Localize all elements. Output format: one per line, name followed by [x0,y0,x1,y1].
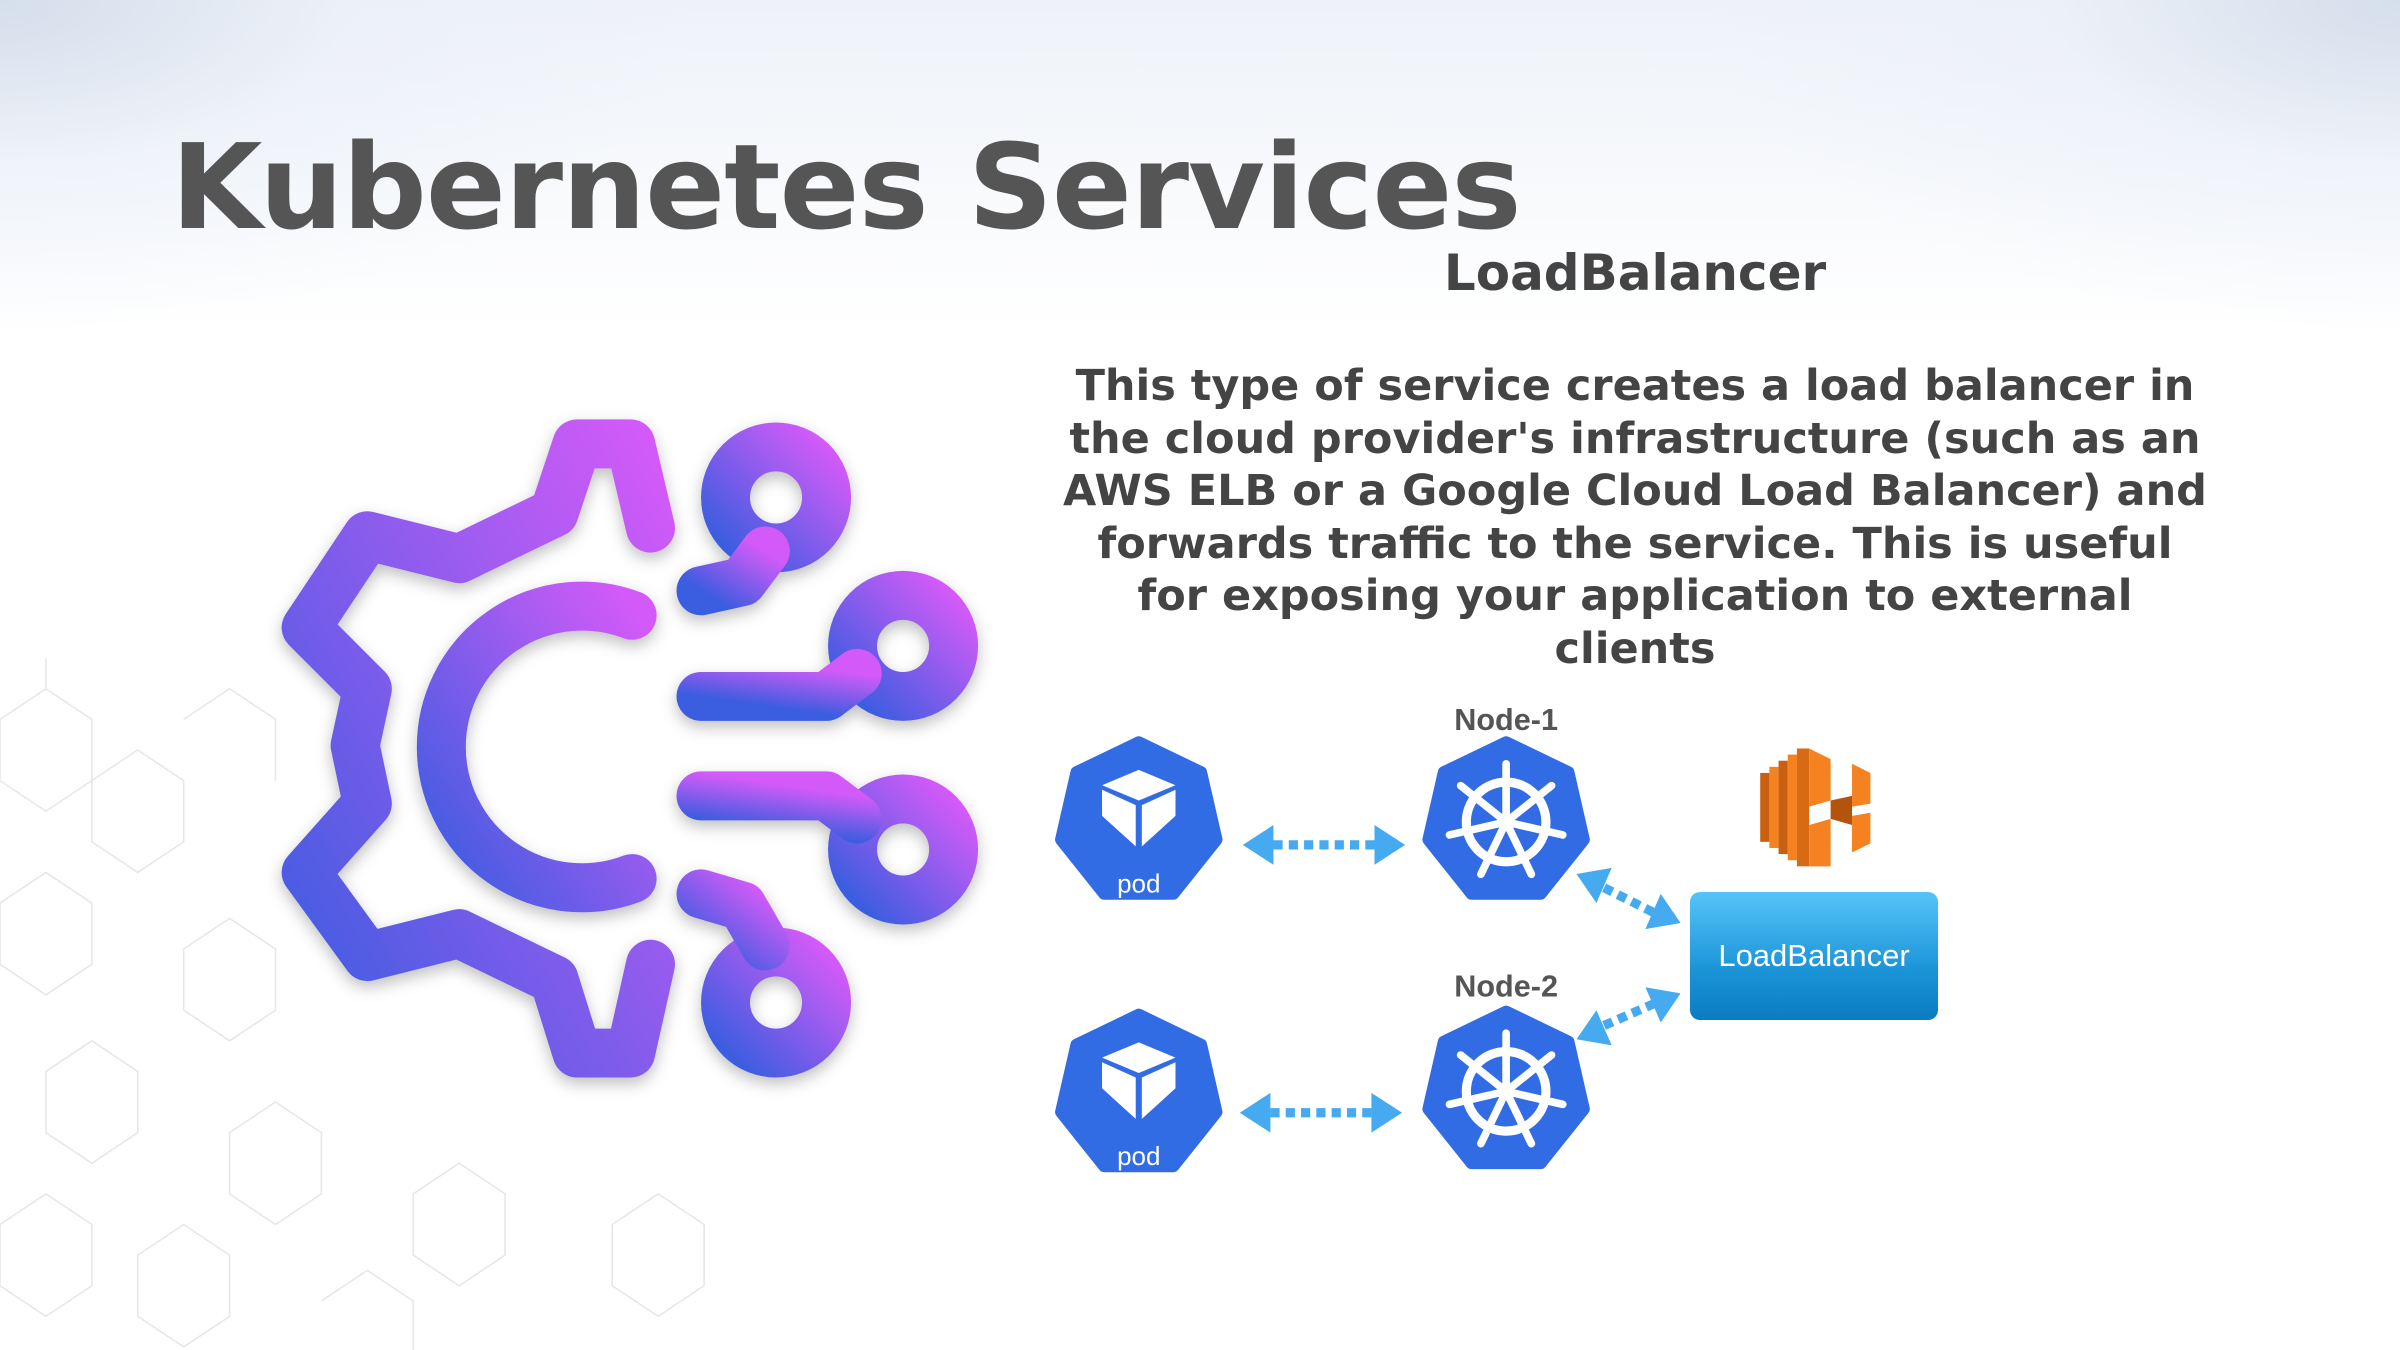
node-1-label: Node-1 [1454,703,1558,737]
pod-label: pod [1117,1141,1160,1171]
background-grid [0,658,705,1350]
pod-label: pod [1117,868,1160,898]
page-title: Kubernetes Services [171,118,1522,256]
load-balancer-label: LoadBalancer [1718,938,1910,973]
arrow-pod1-node1 [1242,825,1406,865]
arrow-node2-lb [1576,987,1681,1046]
aws-elb-icon [1760,748,1871,867]
arrows [1239,825,1681,1133]
pod-1: pod [1061,742,1216,898]
node-1-kubernetes-icon [1429,742,1584,893]
description: This type of service creates a load bala… [1063,361,2207,674]
service-gear-icon [281,419,979,1078]
arrow-node1-lb [1576,867,1681,930]
arrow-pod2-node2 [1239,1092,1403,1133]
load-balancer-box: LoadBalancer [1690,892,1938,1020]
node-2-label: Node-2 [1454,969,1558,1003]
node-2-kubernetes-icon [1429,1012,1584,1163]
pod-2: pod [1061,1015,1216,1171]
section-heading: LoadBalancer [1443,244,1827,302]
